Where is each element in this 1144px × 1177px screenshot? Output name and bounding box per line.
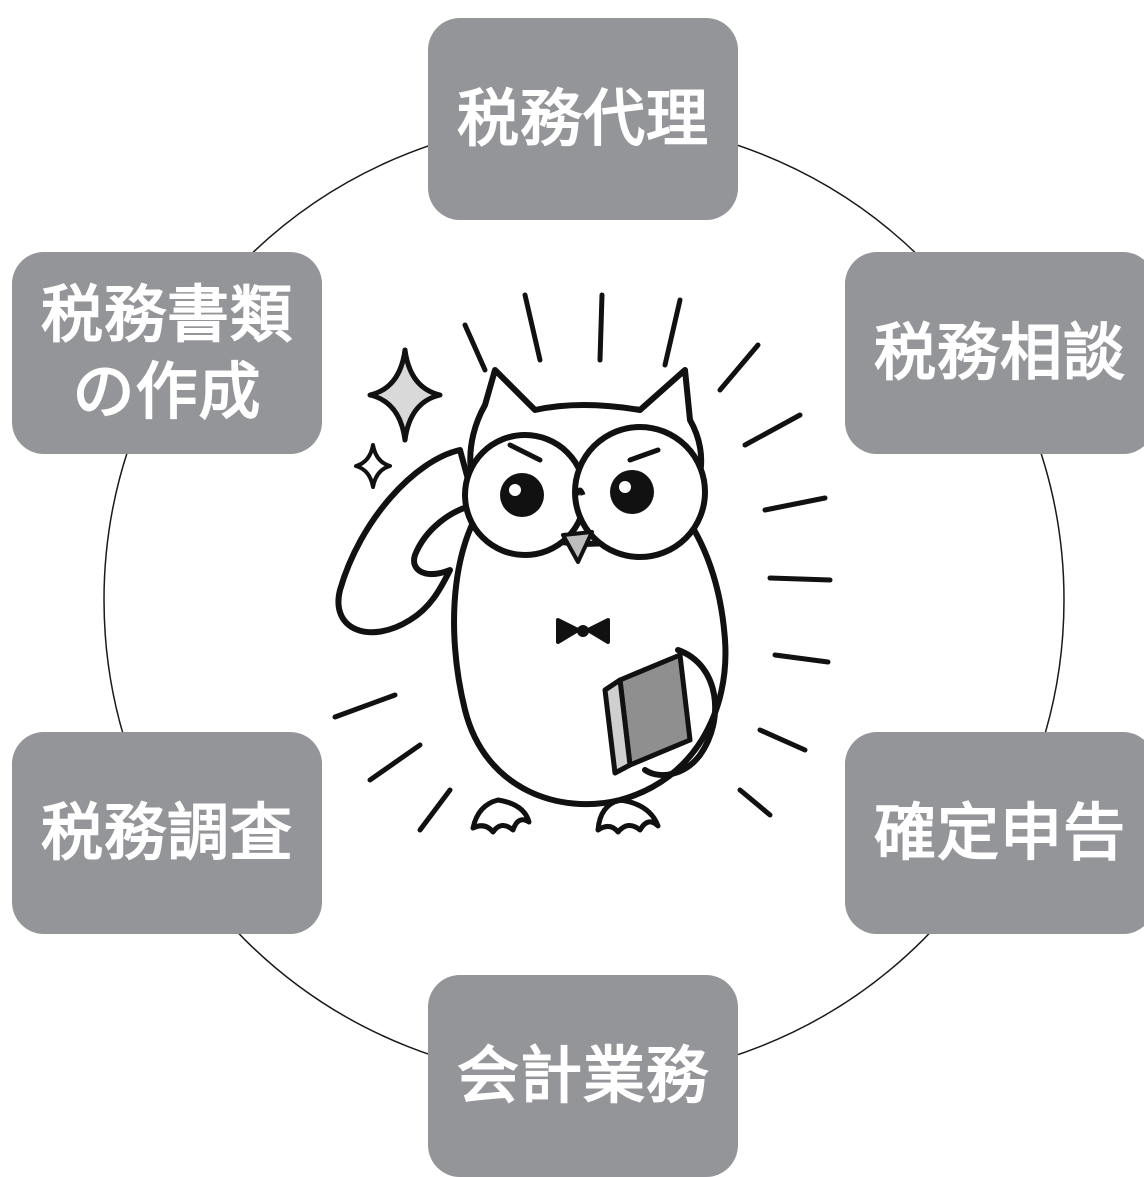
burst-line [367,742,423,783]
owl-foot [470,797,532,835]
sparkle-icon [354,443,392,489]
burst-line [332,692,398,720]
sparkle-icon [367,347,443,443]
owl-eye [500,473,544,517]
burst-line [597,292,605,363]
owl-mascot-illustration [332,292,833,835]
burst-line [767,575,833,583]
burst-line [772,652,831,665]
burst-line [762,495,828,513]
node-tax-document-preparation: 税務書類 の作成 [12,252,322,454]
owl-beak [561,530,594,564]
node-accounting: 会計業務 [428,975,738,1177]
burst-line [522,292,543,363]
burst-line [737,787,773,818]
burst-line [757,727,808,753]
node-tax-audit: 税務調査 [12,732,322,934]
node-tax-return: 確定申告 [845,732,1144,934]
node-tax-agency: 税務代理 [428,18,738,220]
bow-tie-icon [556,618,610,644]
owl-arm [335,447,478,636]
node-tax-consultation: 税務相談 [845,252,1144,454]
owl-eye [610,470,654,514]
burst-line [462,322,488,373]
owl-foot [595,797,661,835]
burst-line [742,412,803,448]
burst-line [662,297,683,368]
burst-line [417,787,453,833]
burst-line [717,342,761,393]
